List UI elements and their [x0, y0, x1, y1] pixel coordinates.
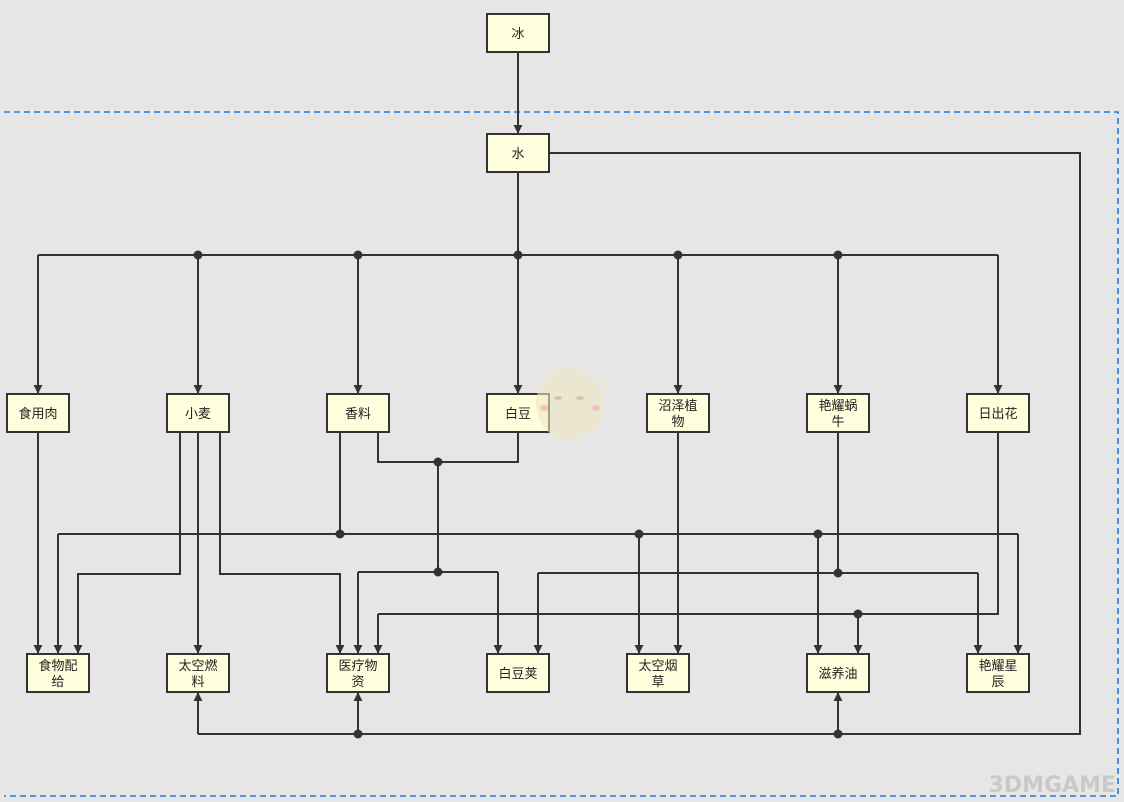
junction-dot: [433, 457, 443, 467]
node-tobacco[interactable]: 太空烟 草: [626, 653, 690, 693]
node-swamp-label-1: 沼泽植: [658, 399, 697, 414]
junction-dot: [193, 250, 203, 260]
watermark-3dmgame: 3DMGAME: [988, 773, 1116, 798]
edge-wheat-medical: [219, 432, 345, 654]
edge-sunflower-bus: [378, 432, 999, 615]
node-swamp[interactable]: 沼泽植 物: [646, 393, 710, 433]
node-sunflower[interactable]: 日出花: [966, 393, 1030, 433]
node-ration[interactable]: 食物配 给: [26, 653, 90, 693]
node-tobacco-label-1: 太空烟: [638, 659, 677, 674]
junction-dot: [634, 529, 644, 539]
node-snail-label-1: 艳耀蜗: [818, 398, 857, 414]
node-fuel[interactable]: 太空燃 料: [166, 653, 230, 693]
node-fuel-label-2: 料: [191, 675, 204, 690]
junction-dot: [513, 250, 523, 260]
node-stardust[interactable]: 艳耀星 辰: [966, 653, 1030, 693]
mascot-watermark-icon: [536, 368, 612, 440]
node-ice[interactable]: 冰: [486, 13, 550, 53]
edge-wheat-ration: [73, 432, 181, 654]
node-snail[interactable]: 艳耀蜗 牛: [806, 393, 870, 433]
node-ration-label-1: 食物配: [38, 658, 77, 674]
junction-dot: [833, 568, 843, 578]
node-spice-label: 香料: [345, 407, 371, 422]
node-swamp-label-2: 物: [671, 415, 684, 430]
node-wheat-label: 小麦: [185, 407, 211, 422]
node-water[interactable]: 水: [486, 133, 550, 173]
node-meat-label: 食用肉: [18, 406, 57, 422]
node-medical-label-1: 医疗物: [338, 659, 377, 674]
edge-spice-merge: [377, 432, 519, 463]
junction-dot: [813, 529, 823, 539]
junction-dot: [833, 729, 843, 739]
node-stardust-label-2: 辰: [991, 675, 1004, 690]
node-ice-label: 冰: [511, 27, 524, 42]
node-medical-label-2: 资: [351, 675, 364, 690]
junction-dot: [833, 250, 843, 260]
junction-dot: [353, 250, 363, 260]
node-ration-label-2: 给: [51, 675, 64, 690]
edges: [33, 52, 1081, 735]
node-wheat[interactable]: 小麦: [166, 393, 230, 433]
junction-dot: [335, 529, 345, 539]
junction-dot: [433, 567, 443, 577]
node-water-label: 水: [511, 147, 524, 162]
node-stardust-label-1: 艳耀星: [978, 658, 1017, 674]
junction-dot: [853, 609, 863, 619]
node-meat[interactable]: 食用肉: [6, 393, 70, 433]
node-oil[interactable]: 滋养油: [806, 653, 870, 693]
junction-dot: [673, 250, 683, 260]
node-pod-label: 白豆荚: [498, 666, 537, 682]
node-bean-label: 白豆: [505, 406, 531, 422]
node-spice[interactable]: 香料: [326, 393, 390, 433]
node-pod[interactable]: 白豆荚: [486, 653, 550, 693]
junctions: [193, 250, 863, 739]
node-oil-label: 滋养油: [818, 666, 857, 682]
junction-dot: [353, 729, 363, 739]
dashed-region-boundary: [4, 111, 1119, 797]
node-snail-label-2: 牛: [831, 415, 844, 430]
node-tobacco-label-2: 草: [651, 675, 664, 690]
node-fuel-label-1: 太空燃: [178, 658, 217, 674]
edge-water-side: [198, 152, 1081, 735]
node-sunflower-label: 日出花: [978, 406, 1017, 422]
node-medical[interactable]: 医疗物 资: [326, 653, 390, 693]
